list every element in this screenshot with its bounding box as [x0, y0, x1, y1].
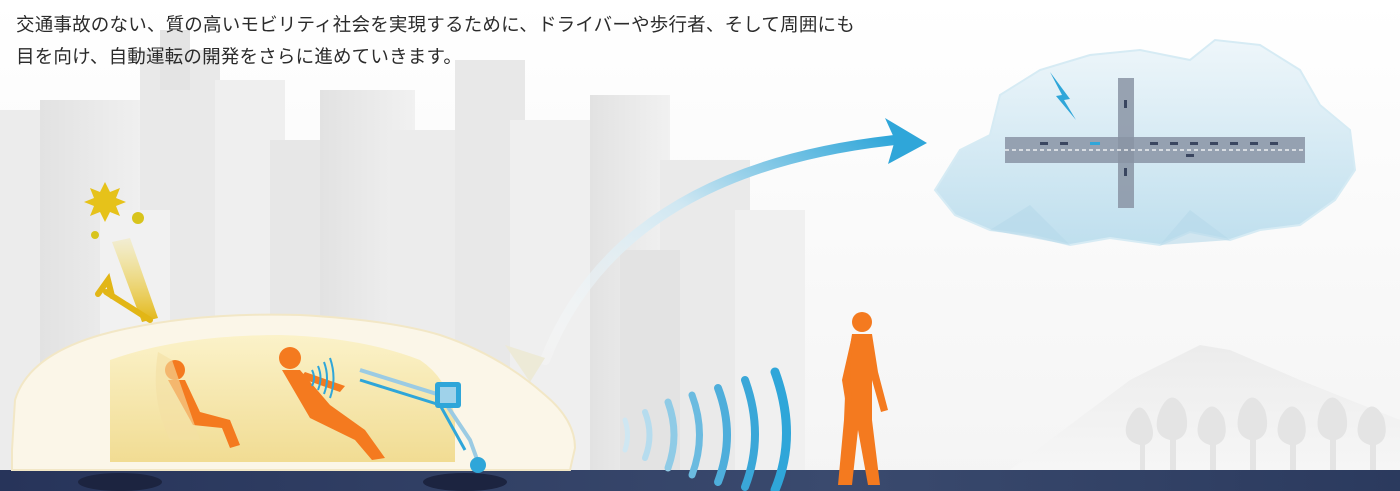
sun-burst-icon — [84, 182, 126, 222]
radar-waves-icon — [622, 367, 791, 491]
description-line-2: 目を向け、自動運転の開発をさらに進めていきます。 — [16, 47, 463, 68]
autonomous-car — [11, 313, 577, 491]
trees — [1125, 397, 1386, 470]
front-wheel — [78, 473, 162, 491]
arrowhead-down-icon — [505, 345, 545, 382]
data-upload-arrow — [540, 135, 900, 365]
pedestrian-figure — [838, 312, 888, 485]
cloud-map-road-vertical — [1118, 78, 1134, 208]
passenger-figure — [155, 352, 240, 448]
reflect-arrow-icon — [95, 272, 153, 323]
arrowhead-right-icon — [885, 118, 927, 164]
description-text: 交通事故のない、質の高いモビリティ社会を実現するために、ドライバーや歩行者、そし… — [16, 10, 1076, 74]
driver-monitor-waves-icon — [311, 357, 335, 399]
road — [0, 470, 1400, 491]
cloud-map — [933, 38, 1357, 247]
sensor-unit — [359, 368, 486, 473]
sunlight-glare — [84, 182, 158, 323]
description-line-1: 交通事故のない、質の高いモビリティ社会を実現するために、ドライバーや歩行者、そし… — [16, 15, 855, 36]
rear-wheel — [423, 473, 507, 491]
lightning-icon — [1050, 72, 1076, 120]
